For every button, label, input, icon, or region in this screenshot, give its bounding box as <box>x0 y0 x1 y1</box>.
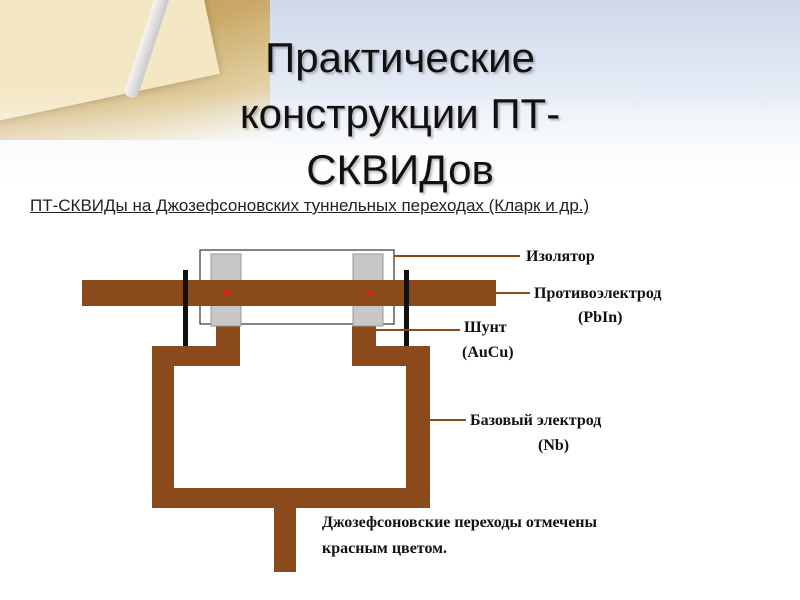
slide-title: Практические конструкции ПТ- СКВИДов <box>180 30 620 198</box>
slide-subtitle: ПТ-СКВИДы на Джозефсоновских туннельных … <box>30 196 590 215</box>
label-counter-electrode: Противоэлектрод <box>534 285 661 302</box>
label-shunt-material: (AuCu) <box>462 344 514 361</box>
counter-electrode <box>82 280 496 306</box>
note-line-2: красным цветом. <box>322 540 447 557</box>
note-line-1: Джозефсоновские переходы отмечены <box>322 514 598 531</box>
label-base-material: (Nb) <box>538 437 569 454</box>
lead-post-left <box>183 270 188 346</box>
lead-post-right <box>404 270 409 346</box>
base-electrode <box>152 326 430 572</box>
junction-marker-left <box>224 290 230 296</box>
label-base-electrode: Базовый электрод <box>470 412 601 429</box>
label-counter-material: (PbIn) <box>578 309 622 326</box>
label-insulator: Изолятор <box>526 248 595 265</box>
junction-marker-right <box>366 290 372 296</box>
title-line: конструкции ПТ- <box>239 90 561 137</box>
label-shunt: Шунт <box>464 319 507 336</box>
title-line: СКВИДов <box>306 146 494 193</box>
title-line: Практические <box>265 34 535 81</box>
